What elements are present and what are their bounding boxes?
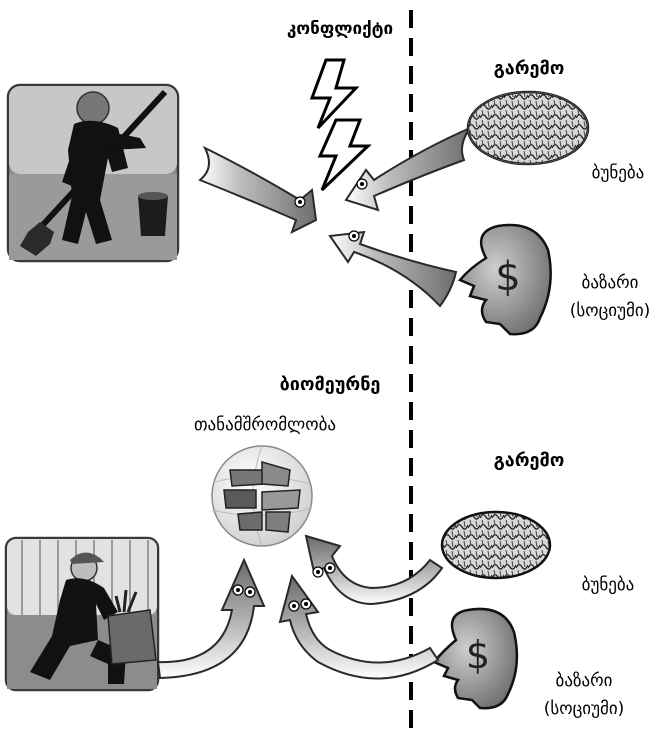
- cooperation-arrow-from-market: [278, 573, 440, 680]
- market-label-line1: ბაზარი: [582, 273, 639, 293]
- lightning-icon: [309, 58, 372, 192]
- conflict-arrow-from-market: [328, 230, 458, 308]
- environment-label: გარემო: [494, 58, 565, 79]
- market-head-picture: $: [457, 223, 552, 336]
- market-label-line2-bottom: (სოციუმი): [544, 699, 625, 719]
- cooperation-hands-picture: [211, 445, 313, 547]
- conflict-label: კონფლიქტი: [287, 19, 393, 39]
- nature-forest-picture-bottom: [440, 510, 552, 580]
- market-head-picture-bottom: $: [431, 607, 519, 710]
- dollar-icon: $: [495, 254, 520, 300]
- market-label-line2: (სოციუმი): [570, 301, 651, 321]
- nature-forest-picture: [466, 90, 590, 166]
- environment-label-bottom: გარემო: [494, 450, 565, 471]
- nature-label: ბუნება: [592, 163, 645, 183]
- cooperation-arrow-from-nature: [304, 534, 444, 606]
- market-label-line1-bottom: ბაზარი: [556, 671, 613, 691]
- cooperation-label: თანამშრომლობა: [194, 415, 336, 435]
- conflict-arrow-from-farmer: [198, 145, 318, 234]
- farmer-planting-picture: [4, 536, 160, 692]
- cooperation-arrow-from-farmer: [156, 557, 266, 680]
- nature-label-bottom: ბუნება: [582, 575, 635, 595]
- conflict-arrow-from-nature: [344, 125, 473, 212]
- bio-farmer-title: ბიომეურნე: [280, 374, 381, 395]
- farmer-shovel-picture: [6, 83, 180, 263]
- dollar-icon-bottom: $: [466, 633, 490, 677]
